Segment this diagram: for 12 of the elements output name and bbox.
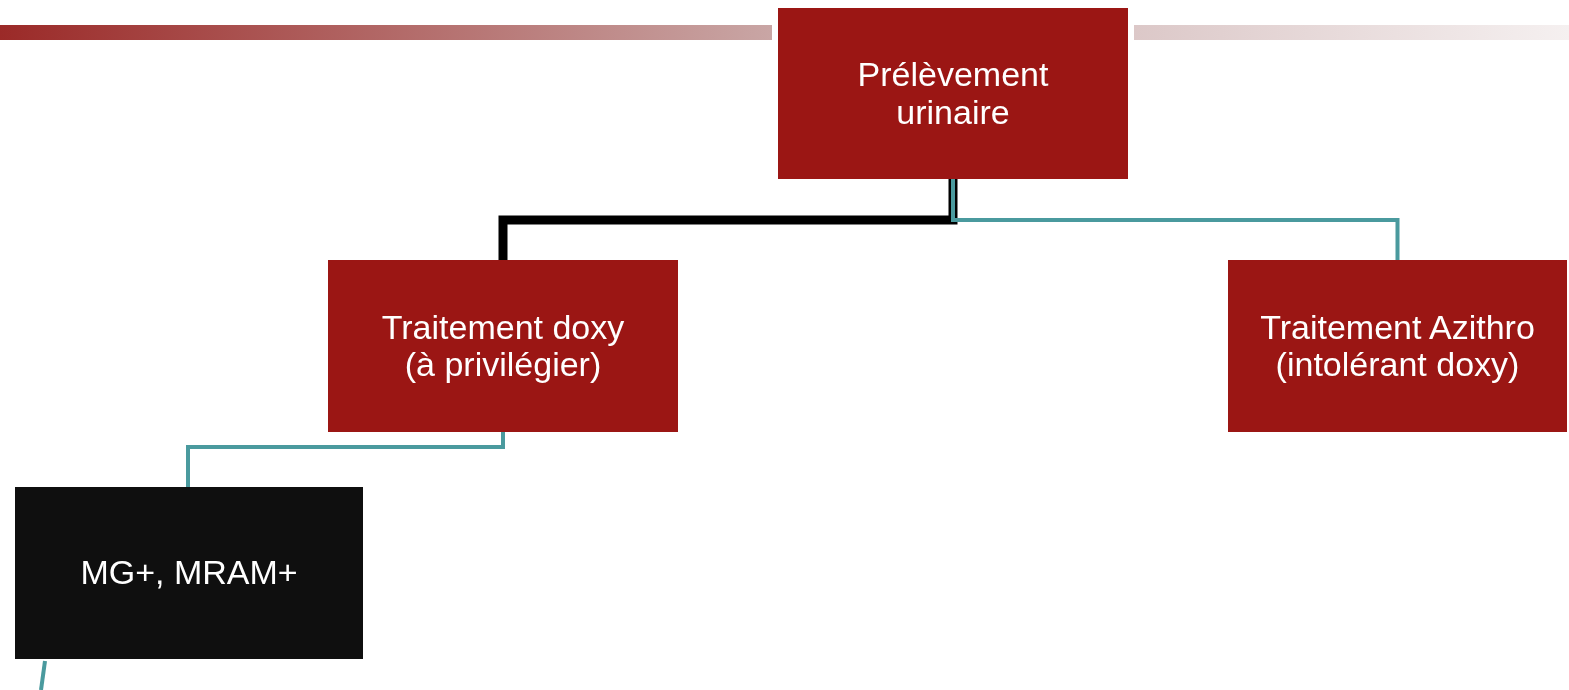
connector-line (39, 660, 47, 690)
process-box (778, 8, 1128, 179)
connector-line (186, 432, 505, 487)
box-label: Traitement Azithro (intolérant doxy) (1259, 308, 1536, 384)
connector-line (951, 179, 1400, 260)
box-label: MG+, MRAM+ (80, 554, 298, 592)
connector-line (498, 179, 958, 260)
process-box (1228, 260, 1567, 432)
box-label: Prélèvement urinaire (856, 56, 1050, 131)
box-label: Traitement doxy (à privilégier) (380, 308, 626, 384)
process-box (15, 487, 363, 659)
process-box (328, 260, 678, 432)
